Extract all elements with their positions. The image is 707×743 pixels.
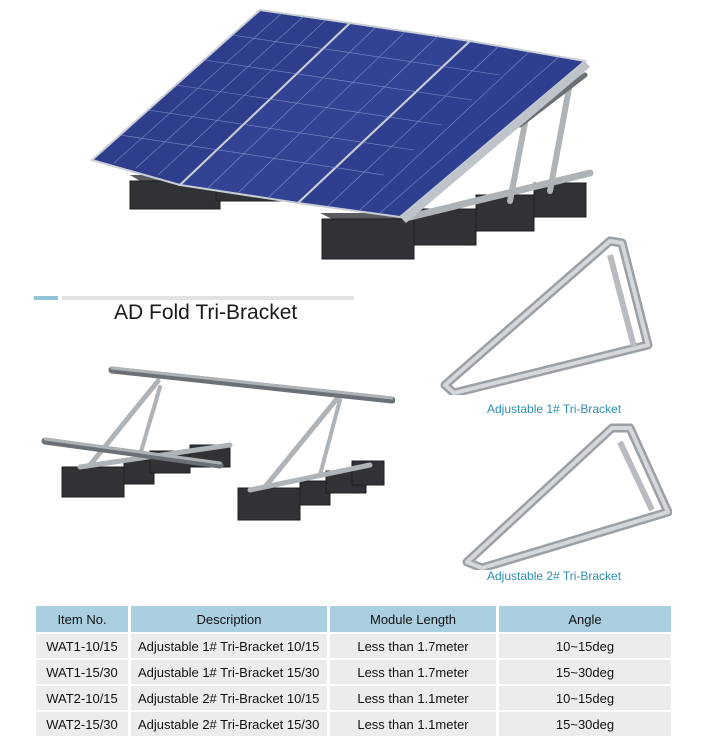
cell-module-length: Less than 1.1meter [330, 712, 496, 736]
cell-item: WAT2-15/30 [36, 712, 128, 736]
table-header-row: Item No. Description Module Length Angle [36, 606, 671, 632]
bracket-assembly-illustration [41, 366, 395, 521]
table-row: WAT1-15/30 Adjustable 1# Tri-Bracket 15/… [36, 660, 671, 684]
cell-description: Adjustable 2# Tri-Bracket 15/30 [131, 712, 327, 736]
cell-angle: 15~30deg [499, 660, 671, 684]
bracket-1-caption: Adjustable 1# Tri-Bracket [487, 402, 622, 416]
title-accent-bar [34, 296, 58, 300]
horizontal-rails [41, 366, 395, 469]
section-title: AD Fold Tri-Bracket [114, 301, 298, 324]
solar-array-illustration [89, 8, 594, 260]
cell-angle: 10~15deg [499, 686, 671, 710]
bracket-1-image [440, 236, 653, 395]
cell-module-length: Less than 1.1meter [330, 686, 496, 710]
title-underline [62, 296, 354, 300]
cell-description: Adjustable 2# Tri-Bracket 10/15 [131, 686, 327, 710]
cell-description: Adjustable 1# Tri-Bracket 15/30 [131, 660, 327, 684]
cell-item: WAT2-10/15 [36, 686, 128, 710]
header-angle: Angle [499, 606, 671, 632]
header-module-length: Module Length [330, 606, 496, 632]
table-row: WAT2-10/15 Adjustable 2# Tri-Bracket 10/… [36, 686, 671, 710]
spec-table: Item No. Description Module Length Angle… [33, 604, 674, 738]
bracket-2-caption: Adjustable 2# Tri-Bracket [487, 569, 622, 583]
table-row: WAT2-15/30 Adjustable 2# Tri-Bracket 15/… [36, 712, 671, 736]
cell-item: WAT1-10/15 [36, 634, 128, 658]
cell-angle: 15~30deg [499, 712, 671, 736]
solar-panels [89, 8, 590, 223]
cell-module-length: Less than 1.7meter [330, 634, 496, 658]
cell-item: WAT1-15/30 [36, 660, 128, 684]
cell-module-length: Less than 1.7meter [330, 660, 496, 684]
header-description: Description [131, 606, 327, 632]
table-row: WAT1-10/15 Adjustable 1# Tri-Bracket 10/… [36, 634, 671, 658]
ballast-blocks [61, 444, 385, 521]
ballast-blocks-front [320, 182, 587, 260]
cell-angle: 10~15deg [499, 634, 671, 658]
header-item-no: Item No. [36, 606, 128, 632]
bracket-2-image [462, 423, 672, 570]
cell-description: Adjustable 1# Tri-Bracket 10/15 [131, 634, 327, 658]
